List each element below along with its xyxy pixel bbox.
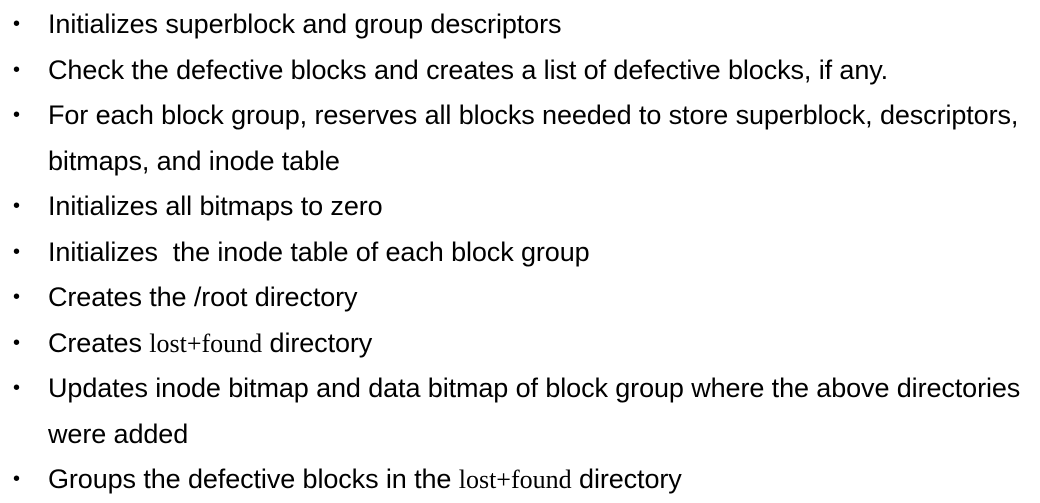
bullet-list-item: • Updates inode bitmap and data bitmap of… — [0, 366, 1040, 457]
bullet-point-icon: • — [13, 58, 20, 81]
text-run: Initializes the inode table of each bloc… — [48, 236, 590, 267]
bullet-point-icon: • — [13, 331, 20, 354]
bullet-point-icon: • — [13, 286, 20, 308]
text-run: Groups the defective blocks in the — [48, 464, 459, 494]
bullet-list-item: • Initializes all bitmaps to zero — [0, 184, 1040, 230]
bullet-item-text: Initializes all bitmaps to zero — [48, 191, 383, 221]
bullet-item-text: Initializes superblock and group descrip… — [48, 9, 561, 39]
text-run: For each block group, reserves all block… — [48, 100, 1026, 176]
text-run: Creates the /root directory — [48, 282, 358, 312]
bullet-point-icon: • — [13, 13, 20, 35]
bullet-item-text: Creates the /root directory — [48, 282, 358, 312]
bullet-list-item: • For each block group, reserves all bloc… — [0, 93, 1040, 184]
bullet-item-text: Initializes the inode table of each bloc… — [48, 237, 590, 267]
text-run: Initializes superblock and group descrip… — [48, 9, 562, 39]
bullet-list-item: • Initializes superblock and group descri… — [0, 2, 1040, 48]
text-run: Creates — [48, 327, 150, 358]
text-run: directory — [571, 464, 682, 494]
bullet-list-item: • Creates the /root directory — [0, 275, 1040, 321]
bullet-point-icon: • — [13, 377, 20, 399]
code-term: lost+found — [149, 328, 263, 358]
bullet-point-icon: • — [13, 468, 20, 490]
bullet-item-text: Groups the defective blocks in the lost+… — [48, 464, 682, 494]
bullet-item-text: Check the defective blocks and creates a… — [48, 55, 888, 85]
bullet-item-text: Creates lost+found directory — [48, 328, 372, 358]
slide-canvas: • Initializes superblock and group descri… — [13, 9, 1021, 494]
bullet-list-item: • Initializes the inode table of each blo… — [0, 230, 1040, 276]
bullet-point-icon: • — [13, 195, 20, 217]
bullet-point-icon: • — [13, 240, 20, 263]
bullet-list-item: • Check the defective blocks and creates … — [0, 48, 1040, 94]
text-run: directory — [262, 327, 373, 358]
bullet-item-text: For each block group, reserves all block… — [48, 100, 1026, 176]
bullet-point-icon: • — [13, 104, 20, 126]
text-run: Check the defective blocks and creates a… — [48, 54, 889, 85]
bullet-list-item: • Creates lost+found directory — [0, 321, 1040, 367]
code-term: lost+found — [458, 465, 572, 494]
text-run: Updates inode bitmap and data bitmap of … — [48, 373, 1028, 449]
bullet-list-item: • Groups the defective blocks in the lost… — [0, 457, 1040, 503]
bullet-item-text: Updates inode bitmap and data bitmap of … — [48, 373, 1028, 449]
text-run: Initializes all bitmaps to zero — [48, 191, 383, 221]
